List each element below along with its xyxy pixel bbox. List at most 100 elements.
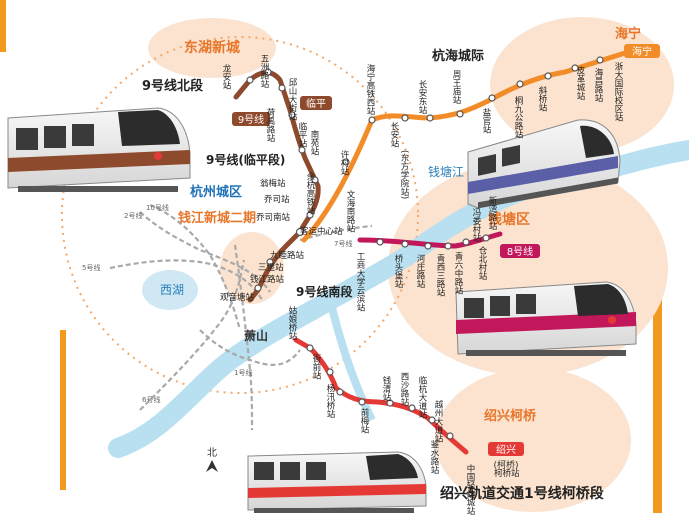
- line9-stations: 龙安站 五洲路站 荷禹路站 邱山大街站 临平站 南苑站 翁梅站 余杭高铁站 乔司…: [220, 54, 343, 303]
- station-label: 客运中心站: [300, 226, 343, 237]
- station-dot: [386, 399, 394, 407]
- station-dot: [444, 242, 452, 250]
- station-dot: [482, 234, 490, 242]
- station-dot: [358, 398, 366, 406]
- line9-tag-bg: [232, 112, 270, 126]
- station-label: 临平站: [297, 121, 307, 148]
- station-label: 桐九公路站: [513, 95, 523, 139]
- station-label: 文海南路站: [345, 189, 355, 233]
- donghu-zone: [148, 18, 276, 78]
- gray-line-10-label: 10号线: [146, 203, 169, 212]
- gray-line-1-label: 1号线: [234, 368, 252, 377]
- qianjiang-label: 钱江新城二期: [178, 210, 256, 226]
- station-dot: [266, 258, 274, 266]
- station-label: 龙安站: [221, 63, 231, 90]
- gray-line-2-label: 2号线: [124, 211, 142, 220]
- train-shaoxing: [247, 451, 427, 513]
- station-label: 浙大国际校区站: [613, 61, 623, 122]
- west-lake: [142, 270, 198, 310]
- hanghai-stations: 海宁高铁西站 许村站 长安站 长安东站 (东方学院站) 周王庙站 盐官站 桐九公…: [339, 61, 623, 199]
- station-dot: [295, 227, 305, 237]
- haining-label: 海宁: [615, 26, 641, 42]
- gray-line-5-label: 5号线: [82, 263, 100, 272]
- station-label: 五洲路站: [259, 54, 269, 89]
- station-dot: [342, 158, 350, 166]
- station-label: 乔司站: [264, 194, 290, 205]
- shaoxing-tag-bg: [488, 442, 524, 456]
- linping-tag-bg: [300, 96, 332, 110]
- north-label: 北: [207, 447, 217, 459]
- station-label: 鉴水路站: [429, 439, 439, 475]
- station-label: 青西三路站: [435, 253, 445, 297]
- train-line9: [7, 107, 191, 192]
- station-label: 皮革城站: [575, 65, 585, 101]
- station-label: 荷禹路站: [265, 107, 275, 143]
- qiantangjiang-label: 钱塘江: [428, 164, 464, 179]
- station-dot: [311, 176, 319, 184]
- station-dot: [428, 416, 436, 424]
- donghu-label: 东湖新城: [184, 39, 240, 56]
- station-dot: [254, 284, 262, 292]
- station-dot: [596, 56, 604, 64]
- station-dot: [544, 72, 552, 80]
- station-dot: [278, 84, 286, 92]
- station-dot: [264, 68, 272, 76]
- station-label: 邱山大街站: [287, 78, 297, 121]
- existing-lines: [109, 203, 373, 431]
- qiantang-label: 钱塘区: [488, 211, 530, 228]
- station-dot: [298, 146, 306, 154]
- station-dot: [516, 80, 524, 88]
- station-label: 西沙路站: [399, 372, 409, 407]
- haining-tag-bg: [624, 44, 660, 58]
- xiaoshan-label: 萧山: [244, 328, 268, 343]
- train-hanghai: [467, 119, 621, 209]
- station-dot: [306, 344, 314, 352]
- station-label: 长安站: [389, 121, 399, 148]
- station-dot: [401, 240, 409, 248]
- orange-side-bar: [653, 248, 662, 513]
- station-label: 三堡站: [258, 262, 284, 273]
- station-label: 青六中路站: [453, 251, 463, 295]
- station-label: 观音塘站: [220, 292, 255, 303]
- station-dot: [456, 110, 464, 118]
- line8-tag: 8号线: [507, 245, 533, 258]
- train-line8: [455, 281, 637, 356]
- line9-south-label: 9号线南段: [296, 284, 353, 299]
- station-dot: [426, 114, 434, 122]
- station-dot: [462, 238, 470, 246]
- shaoxing1-label: 绍兴轨道交通1号线柯桥段: [440, 485, 604, 502]
- station-dot: [401, 114, 409, 122]
- gray-line-7-label: 7号线: [334, 239, 352, 248]
- keqiao-label: 绍兴柯桥: [484, 408, 537, 424]
- station-label: 九睦路站: [270, 250, 305, 261]
- city-circle: [61, 36, 419, 394]
- station-label: 周王庙站: [451, 70, 461, 105]
- station-dot: [288, 111, 296, 119]
- station-label: 钱江路站: [250, 274, 285, 285]
- station-label: 临杭大道站: [417, 375, 427, 419]
- linping-tag: 临平: [306, 97, 326, 110]
- line9-tag: 9号线: [238, 113, 264, 126]
- station-dot: [446, 432, 454, 440]
- line9-linping-label: 9号线(临平段): [206, 152, 285, 167]
- station-label: 长安东站: [417, 79, 427, 115]
- station-label: 衙前站: [311, 353, 321, 380]
- station-dot: [336, 388, 344, 396]
- keqiao-sub-label: (柯桥): [493, 459, 518, 471]
- station-dot: [326, 368, 334, 376]
- station-label: 杨汛桥站: [325, 383, 335, 419]
- station-label: 河庄路站: [415, 253, 425, 288]
- orange-corner-bar: [0, 0, 6, 52]
- station-dot: [571, 64, 579, 72]
- station-label: 盐官站: [481, 107, 491, 134]
- line8-tag-bg: [500, 244, 540, 258]
- station-label: (东方学院站): [399, 150, 409, 199]
- gray-line-5: [109, 259, 263, 301]
- station-label: 冯娄村站: [471, 208, 481, 243]
- shaoxing-stations: 姑娘桥站 衙前站 杨汛桥站 前梅站 钱清站 西沙路站 临杭大道站 越州大道站 柯…: [287, 305, 520, 516]
- gray-line-extra: [199, 329, 301, 366]
- station-label: 桥头堡站: [393, 253, 403, 288]
- station-label: 斜桥站: [537, 85, 547, 112]
